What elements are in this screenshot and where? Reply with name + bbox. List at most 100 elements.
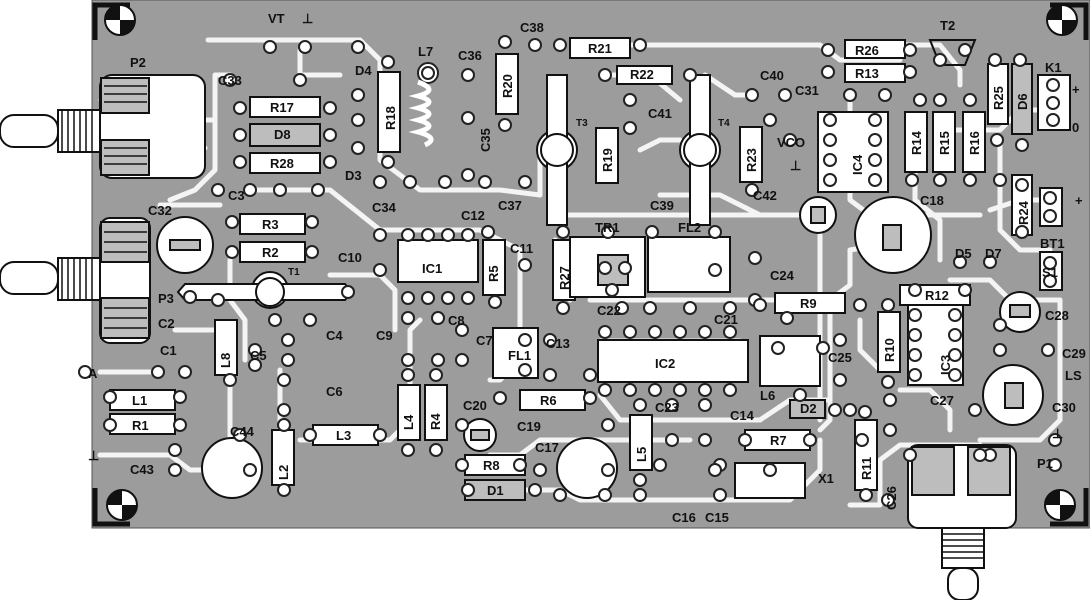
label-r17: R17: [270, 100, 294, 115]
solder-pad: [963, 93, 977, 107]
solder-pad: [173, 390, 187, 404]
solder-pad: [598, 68, 612, 82]
label-c44: C44: [230, 424, 255, 439]
label-d5: D5: [955, 246, 972, 261]
solder-pad: [633, 38, 647, 52]
label-c18: C18: [920, 193, 944, 208]
solder-pad: [461, 168, 475, 182]
label-l8: L8: [218, 353, 233, 368]
label-c33: C33: [218, 73, 242, 88]
label-c9: C9: [376, 328, 393, 343]
label-c3: C3: [228, 188, 245, 203]
solder-pad: [233, 428, 247, 442]
solder-pad: [908, 308, 922, 322]
solder-pad: [933, 173, 947, 187]
solder-pad: [993, 343, 1007, 357]
solder-pad: [518, 363, 532, 377]
label-t2: T2: [940, 18, 955, 33]
label-l5: L5: [634, 447, 649, 462]
solder-pad: [843, 403, 857, 417]
label-r6: R6: [540, 393, 557, 408]
solder-pad: [598, 325, 612, 339]
electrolytic-capacitors: [156, 196, 1044, 499]
solder-pad: [498, 35, 512, 49]
solder-pad: [263, 40, 277, 54]
label-r10: R10: [882, 338, 897, 362]
label-r11: R11: [859, 457, 874, 480]
label-c34: C34: [372, 200, 397, 215]
solder-pad: [821, 43, 835, 57]
solder-pad: [461, 228, 475, 242]
label-r28: R28: [270, 156, 294, 171]
label-r22: R22: [630, 67, 654, 82]
solder-pad: [708, 225, 722, 239]
solder-pad: [583, 368, 597, 382]
label-c27: C27: [930, 393, 954, 408]
label-gnd-top: ⊥: [302, 11, 313, 26]
label-bt1: BT1: [1040, 236, 1065, 251]
solder-pad: [823, 113, 837, 127]
label-c2: C2: [158, 316, 175, 331]
solder-pad: [1043, 274, 1057, 288]
label-d2: D2: [800, 401, 817, 416]
solder-pad: [513, 458, 527, 472]
solder-pad: [305, 215, 319, 229]
solder-pad: [351, 141, 365, 155]
label-d7: D7: [985, 246, 1002, 261]
solder-pad: [303, 313, 317, 327]
label-c22: C22: [597, 303, 621, 318]
solder-pad: [783, 133, 797, 147]
solder-pad: [533, 463, 547, 477]
solder-pad: [1043, 191, 1057, 205]
solder-pads: [78, 35, 1062, 507]
label-t4: T4: [718, 118, 730, 129]
solder-pad: [373, 175, 387, 189]
solder-pad: [248, 358, 262, 372]
solder-pad: [973, 448, 987, 462]
label-gnd-vco: ⊥: [790, 158, 801, 173]
label-r5: R5: [486, 265, 501, 282]
label-r18: R18: [383, 106, 398, 130]
mounting-holes: [104, 4, 1078, 521]
solder-pad: [763, 113, 777, 127]
solder-pad: [803, 433, 817, 447]
solder-pad: [1046, 78, 1060, 92]
solder-pad: [623, 121, 637, 135]
solder-pad: [311, 183, 325, 197]
label-fl1: FL1: [508, 348, 531, 363]
solder-pad: [441, 291, 455, 305]
label-c28: C28: [1045, 308, 1069, 323]
solder-pad: [881, 493, 895, 507]
label-r16: R16: [967, 131, 982, 155]
solder-pad: [859, 488, 873, 502]
solder-pad: [601, 225, 615, 239]
label-d6: D6: [1015, 93, 1030, 110]
solder-pad: [298, 40, 312, 54]
solder-pad: [248, 343, 262, 357]
solder-pad: [351, 88, 365, 102]
label-r8: R8: [483, 458, 500, 473]
solder-pad: [723, 383, 737, 397]
solder-pad: [401, 353, 415, 367]
label-r9: R9: [800, 296, 817, 311]
solder-pad: [373, 228, 387, 242]
solder-pad: [481, 225, 495, 239]
solder-pad: [268, 313, 282, 327]
solder-pad: [908, 348, 922, 362]
solder-pad: [429, 443, 443, 457]
label-c39: C39: [650, 198, 674, 213]
solder-pad: [243, 183, 257, 197]
label-r4: R4: [428, 413, 443, 430]
solder-pad: [968, 403, 982, 417]
solder-pad: [168, 443, 182, 457]
label-r14: R14: [909, 130, 924, 155]
label-c38: C38: [520, 20, 544, 35]
label-c23: C23: [655, 400, 679, 415]
solder-pad: [341, 285, 355, 299]
solder-pad: [243, 463, 257, 477]
solder-pad: [698, 325, 712, 339]
solder-pad: [277, 373, 291, 387]
label-c7: C7: [476, 333, 493, 348]
label-c26: C26: [884, 486, 899, 510]
solder-pad: [1048, 458, 1062, 472]
